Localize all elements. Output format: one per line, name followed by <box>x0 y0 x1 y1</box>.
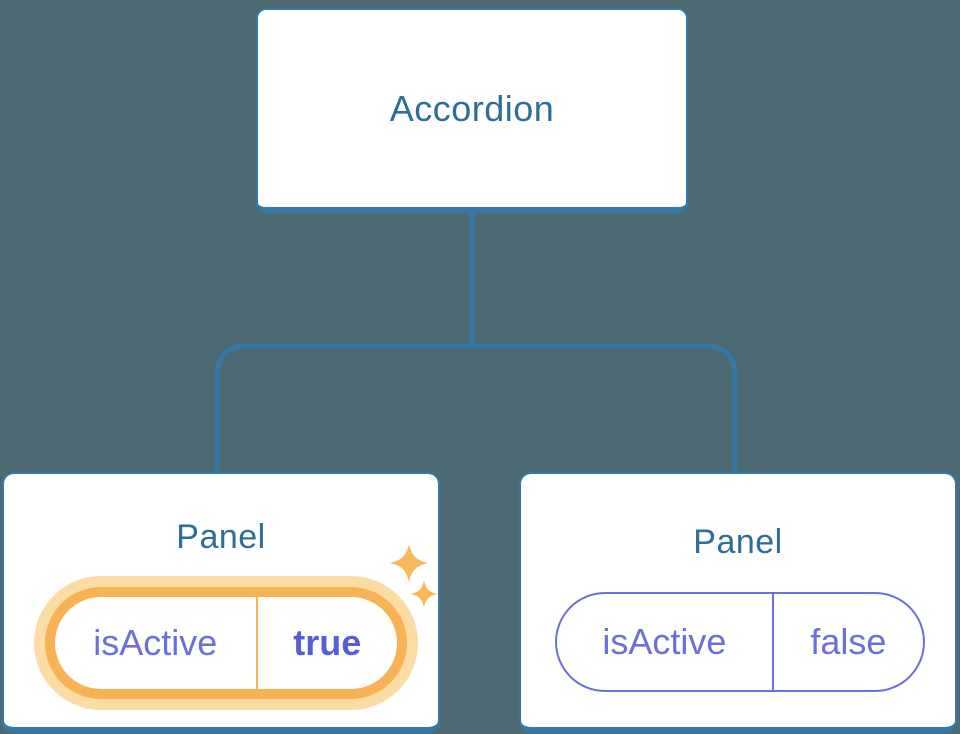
sparkle-small <box>410 580 438 608</box>
node-accordion: Accordion <box>256 8 688 213</box>
pill-divider <box>771 594 774 690</box>
node-panel-inactive-title: Panel <box>693 523 783 561</box>
prop-name: isActive <box>602 621 727 662</box>
node-panel-inactive: Panel isActive false <box>519 472 957 733</box>
prop-value: true <box>293 622 362 663</box>
prop-value: false <box>810 621 887 662</box>
pill-divider <box>255 597 258 689</box>
prop-name: isActive <box>93 622 218 663</box>
node-accordion-label: Accordion <box>389 87 555 129</box>
node-panel-active: Panel isActive true <box>2 472 440 733</box>
connector-branch <box>214 343 738 472</box>
prop-pill-active: isActive true <box>45 587 407 699</box>
node-panel-active-title: Panel <box>176 518 266 556</box>
prop-pill-inactive: isActive false <box>555 592 925 692</box>
